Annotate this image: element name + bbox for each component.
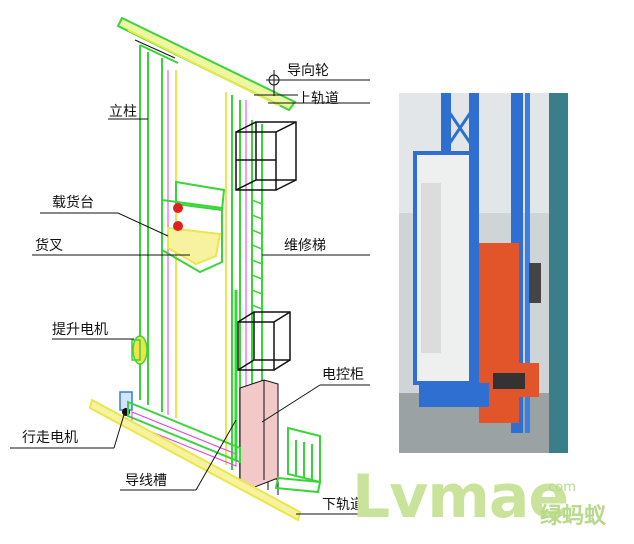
label-cargo-platform: 载货台	[52, 195, 94, 211]
leader-lines	[10, 70, 370, 515]
lower-rail-beam	[88, 398, 302, 522]
stacker-crane-photo	[399, 93, 568, 453]
lower-safety-cage	[237, 311, 291, 371]
upper-safety-cage	[235, 121, 297, 191]
cargo-platform-drawing	[161, 180, 226, 274]
control-cabinet-drawing	[239, 379, 279, 489]
watermark-domain: .com	[544, 480, 576, 495]
label-ladder: 维修梯	[284, 238, 326, 254]
travel-motor-drawing	[119, 391, 133, 416]
label-fork: 货叉	[35, 238, 63, 254]
lift-motor-drawing	[131, 335, 148, 365]
upper-rail-beam	[116, 16, 297, 112]
label-control-cabinet: 电控柜	[322, 367, 364, 383]
front-gate	[274, 426, 322, 494]
label-guide-wheel: 导向轮	[287, 63, 329, 79]
label-lower-rail: 下轨道	[322, 497, 364, 513]
label-cable-duct: 导线槽	[125, 473, 167, 489]
watermark: Lvmae .com 绿蚂蚁	[352, 462, 632, 542]
label-travel-motor: 行走电机	[22, 430, 78, 446]
watermark-logo-text: Lvmae	[352, 462, 569, 532]
base-frame	[127, 400, 241, 467]
label-lift-motor: 提升电机	[52, 322, 108, 338]
label-column: 立柱	[109, 104, 137, 120]
watermark-chinese: 绿蚂蚁	[540, 504, 607, 529]
label-upper-rail: 上轨道	[297, 91, 339, 107]
